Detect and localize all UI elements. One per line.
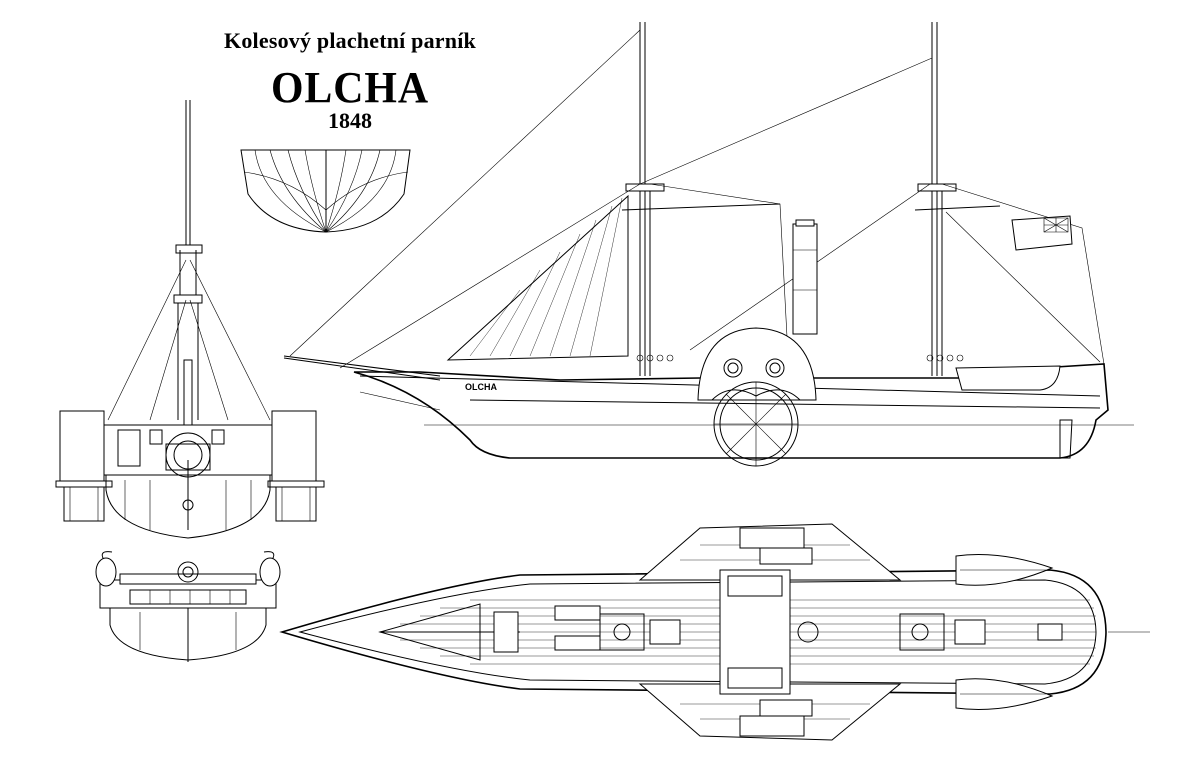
front-view: [56, 100, 324, 538]
hull-name-label: OLCHA: [465, 382, 497, 392]
side-elevation-view: OLCHA: [284, 22, 1134, 466]
title-block: Kolesový plachetní parník OLCHA 1848: [200, 28, 500, 133]
ship-year: 1848: [328, 108, 372, 133]
hull-section-view: [241, 150, 410, 232]
stern-view: [96, 552, 280, 662]
ship-name: OLCHA: [270, 63, 430, 112]
deck-plan-view: [282, 524, 1150, 740]
plan-subtitle: Kolesový plachetní parník: [224, 28, 476, 53]
